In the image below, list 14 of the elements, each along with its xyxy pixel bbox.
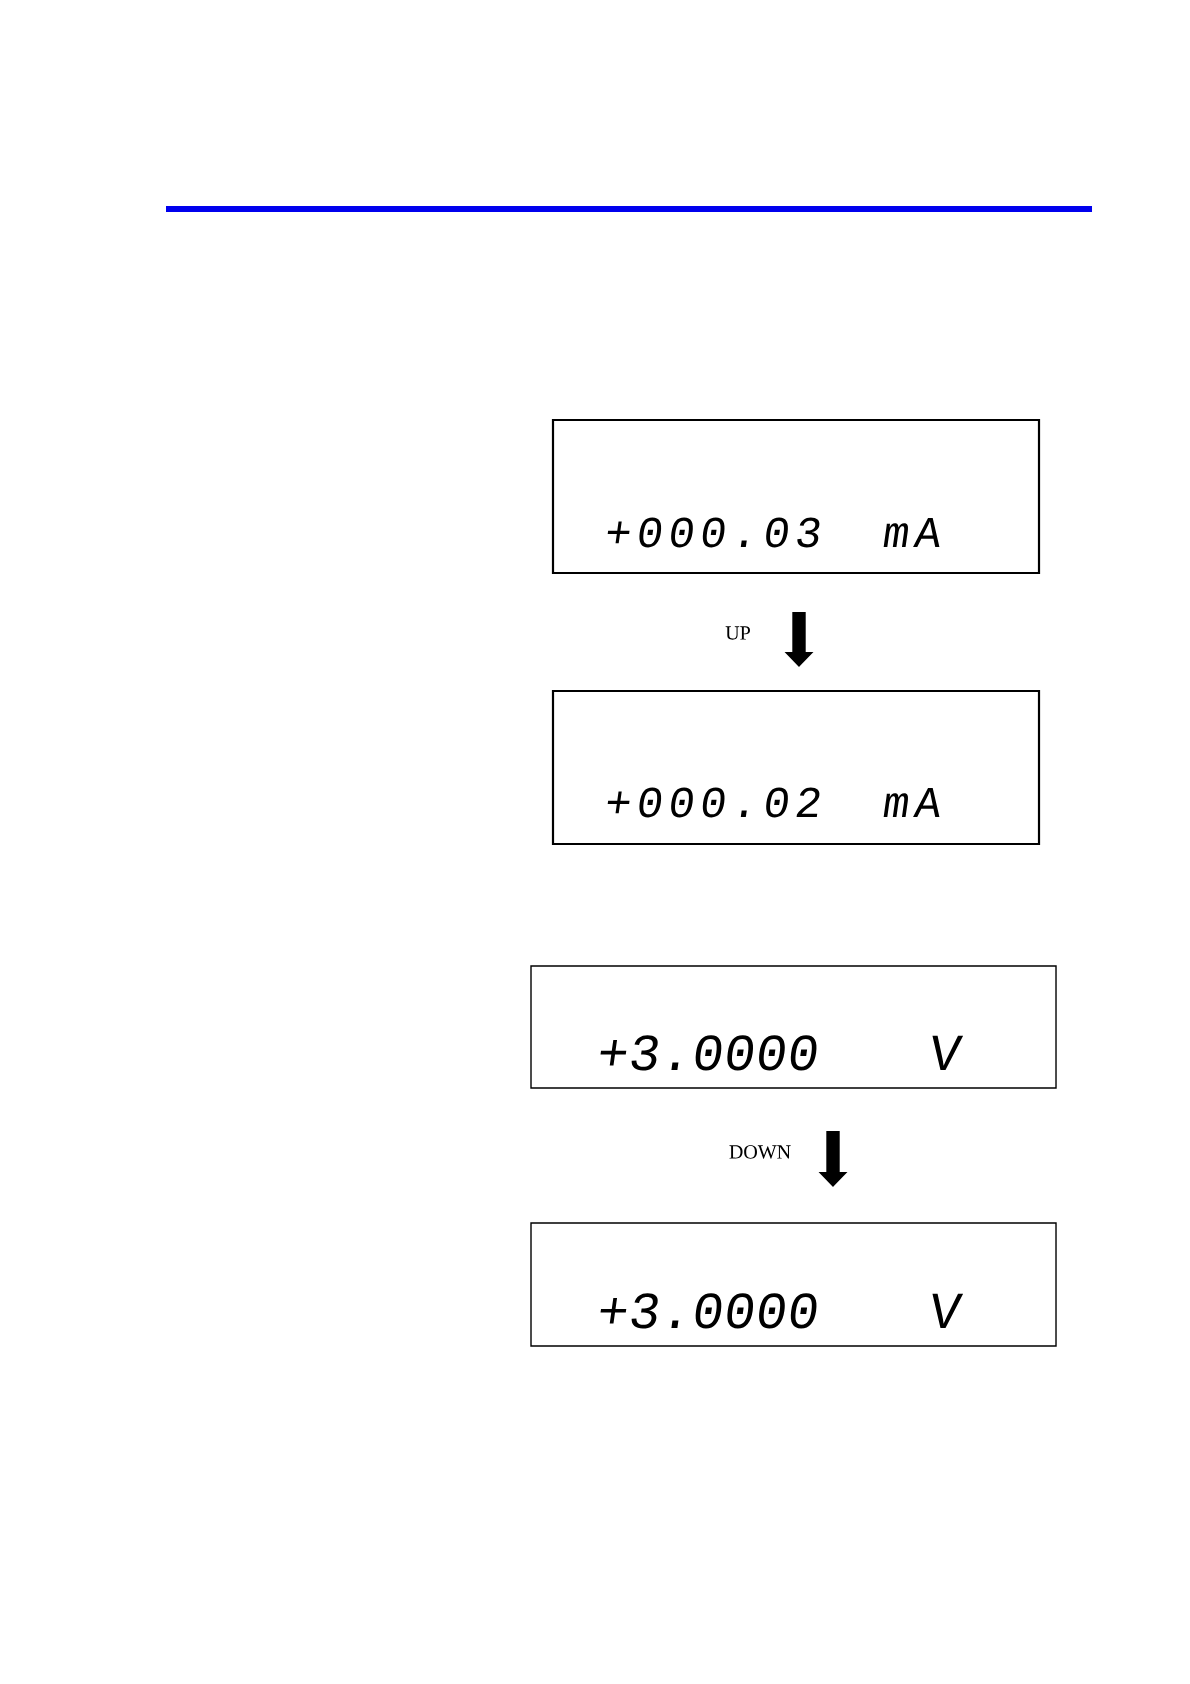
unit-label: V: [932, 1035, 964, 1070]
edge-label: UP: [725, 626, 750, 640]
unit-label: mA: [883, 788, 940, 817]
display-panel: [551, 418, 1041, 575]
display-panel: [530, 1222, 1057, 1347]
unit-label: mA: [883, 518, 940, 547]
display-reading: +000.02: [607, 787, 820, 818]
edge-label: DOWN: [729, 1145, 791, 1159]
display-panel: [551, 689, 1041, 846]
display-reading: +3.0000: [600, 1293, 817, 1329]
display-reading: +000.03: [607, 517, 820, 548]
display-panel: [530, 965, 1057, 1089]
unit-label: V: [932, 1293, 964, 1328]
display-reading: +3.0000: [600, 1035, 817, 1071]
